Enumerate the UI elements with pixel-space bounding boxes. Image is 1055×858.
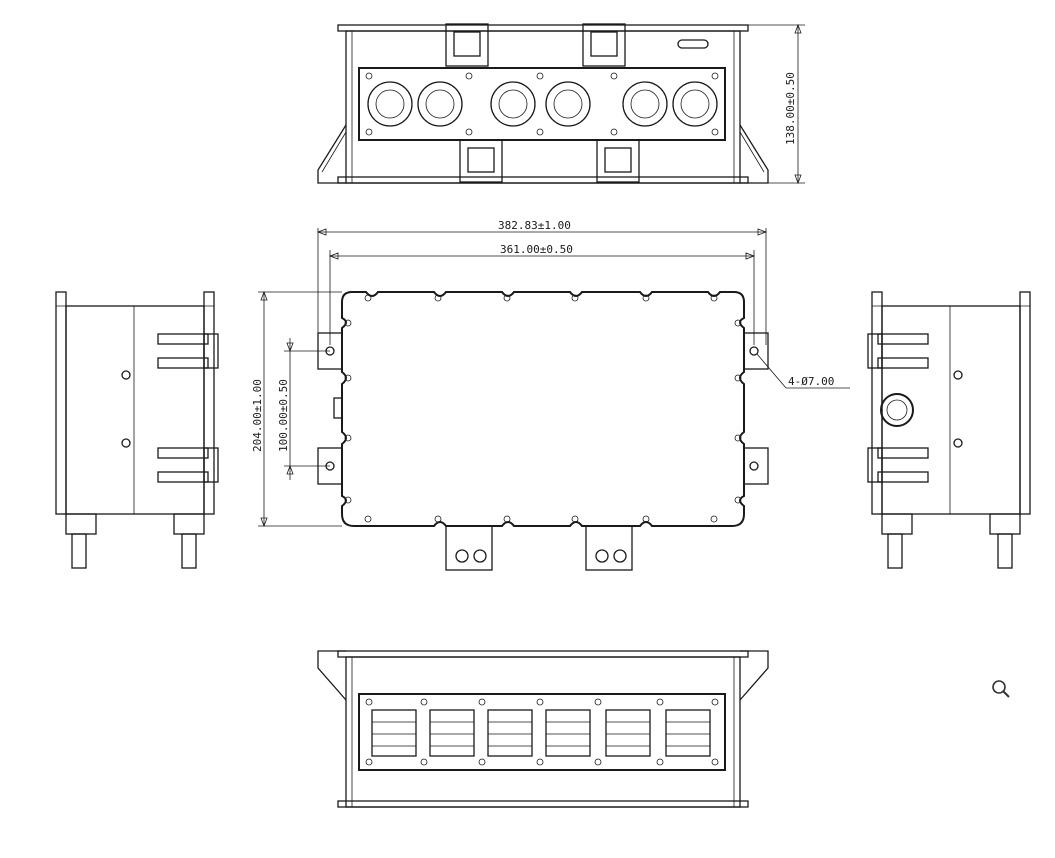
top-view: 138.00±0.50: [317, 23, 805, 185]
dim-hole-span: 361.00±0.50: [500, 243, 573, 256]
dim-mounting-holes: 4-Ø7.00: [788, 375, 834, 388]
top-fan: [367, 81, 718, 127]
dim-overall-height: 204.00±1.00: [251, 379, 264, 452]
front-view: 382.83±1.00 361.00±0.50: [251, 219, 850, 571]
dim-overall-width: 382.83±1.00: [498, 219, 571, 232]
dim-hole-pitch: 100.00±0.50: [277, 379, 290, 452]
right-side-view: [867, 291, 1031, 569]
mounting-hole: [317, 332, 769, 485]
bottom-view: [317, 650, 769, 808]
left-side-view: [55, 291, 219, 569]
magnifier-icon[interactable]: [990, 678, 1012, 700]
bottom-grille: [371, 709, 711, 757]
dim-height-top: 138.00±0.50: [784, 72, 797, 145]
